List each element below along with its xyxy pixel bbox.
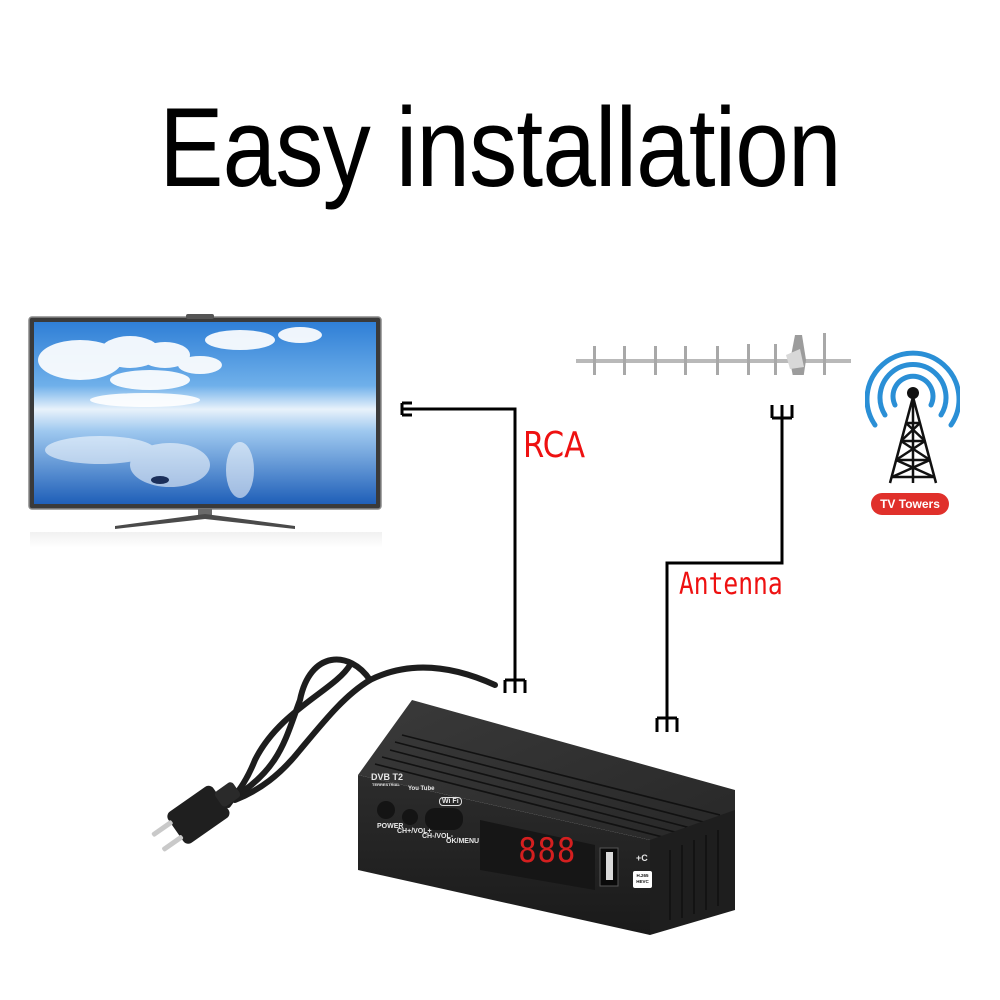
tv-illustration [28,314,382,548]
ok-menu-button-label: OK/MENU [446,838,480,845]
usb-label: +C [636,853,648,863]
wifi-badge: Wi Fi [439,797,462,806]
led-display: 888 [518,831,577,871]
rca-label: RCA [523,425,586,466]
dvb-t2-logo: DVB T2 [371,772,404,782]
rca-cable-line [400,401,527,693]
dvb-t2-receiver [358,700,735,935]
hevc-badge-line2: HEVC [636,879,649,884]
ch-vol-down-button-label: CH-/VOL- [422,833,454,840]
antenna-cable-line [655,405,794,732]
youtube-badge: You Tube [408,786,435,792]
hevc-badge-line1: H.265 [636,873,649,878]
dvb-t2-sublabel: TERRESTRIAL [372,782,400,787]
power-button-label: POWER [377,823,404,830]
power-cable-illustration [151,656,498,852]
antenna-label: Antenna [679,567,783,602]
broadcast-tower-icon [865,350,960,484]
tv-towers-badge: TV Towers [871,493,949,515]
ch-vol-up-button-label: CH+/VOL+ [397,828,432,835]
yagi-antenna-illustration [576,333,851,375]
page-title: Easy installation [159,85,841,210]
hevc-badge: H.265 HEVC [633,871,652,888]
